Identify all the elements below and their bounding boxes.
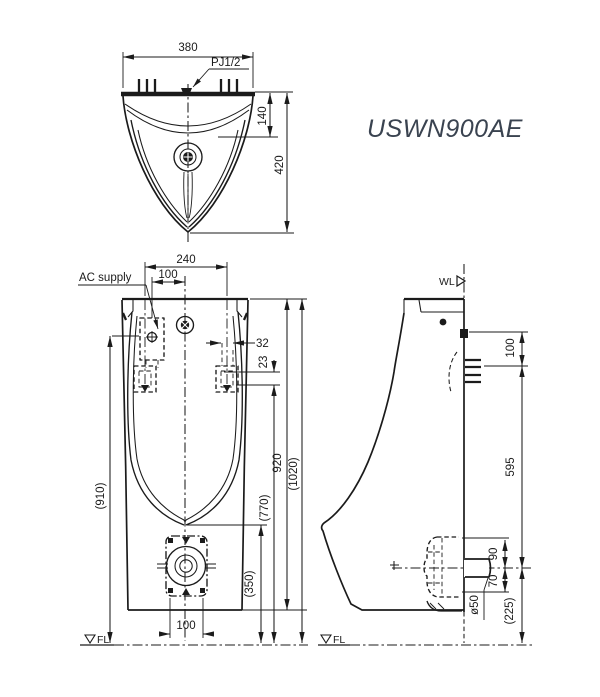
side-sensor-dot bbox=[439, 318, 447, 326]
floor-level-marker bbox=[84, 634, 96, 645]
dim-outlet-dia-label: ø50 bbox=[469, 595, 481, 615]
front-sensor-window bbox=[175, 315, 195, 335]
bracket-centerlines bbox=[144, 300, 228, 392]
side-view-body-outline bbox=[320, 297, 481, 611]
dim-bracket-drop-label: 23 bbox=[258, 356, 270, 369]
side-ac-outlet bbox=[460, 329, 468, 338]
dim-top-to-floor-label: (1020) bbox=[288, 457, 300, 490]
top-view: 380 140 420 PJ1/2 bbox=[121, 42, 294, 243]
wall-line-label: WL bbox=[439, 276, 455, 288]
top-view-body-outline bbox=[121, 79, 255, 243]
front-view: 240 100 AC supply 32 23 (770) 920 (1020)… bbox=[78, 254, 308, 646]
inlet-thread-label: PJ1/2 bbox=[211, 57, 240, 69]
side-view: WL ø5 bbox=[318, 264, 532, 646]
dim-bracket-to-floor-label: (770) bbox=[259, 494, 271, 521]
dim-top-width-label: 380 bbox=[178, 42, 197, 54]
mounting-bracket-right bbox=[215, 343, 239, 393]
drain-outlet-stub: ø50 bbox=[464, 558, 492, 620]
top-view-dimensions: 380 140 420 PJ1/2 bbox=[122, 42, 294, 234]
front-view-dimensions: 240 100 AC supply 32 23 (770) 920 (1020)… bbox=[78, 254, 307, 643]
side-floor-line: FL bbox=[318, 634, 532, 646]
ac-supply-label: AC supply bbox=[79, 272, 132, 284]
drain-flange bbox=[157, 535, 216, 597]
dim-trap-below-label: 70 bbox=[488, 575, 500, 588]
wall-line-marker bbox=[456, 274, 467, 288]
dim-bracket-offset-label: 32 bbox=[256, 338, 269, 350]
dim-supply-to-floor-label: (910) bbox=[95, 482, 107, 509]
wall-line: WL bbox=[439, 264, 467, 643]
ac-supply-box bbox=[139, 317, 165, 368]
top-view-spreader bbox=[173, 142, 203, 172]
model-number: USWN900AE bbox=[367, 115, 523, 143]
front-floor-label: FL bbox=[97, 634, 109, 646]
side-floor-label: FL bbox=[333, 634, 345, 646]
dim-bracket-pitch-label: 240 bbox=[176, 254, 195, 266]
mounting-spud-ticks bbox=[137, 79, 239, 92]
front-view-body-outline bbox=[121, 276, 249, 641]
dim-supply-offset-label: 100 bbox=[158, 269, 177, 281]
dim-outlet-width-label: 100 bbox=[176, 620, 195, 632]
front-floor-line: FL bbox=[80, 634, 308, 646]
dim-depth-label: 420 bbox=[274, 155, 286, 174]
side-view-dimensions: 100 595 (225) 90 70 bbox=[462, 331, 528, 643]
floor-level-marker-side bbox=[320, 634, 332, 645]
hidden-trap bbox=[390, 536, 531, 612]
inlet-fitting bbox=[181, 88, 192, 93]
dim-outlet-height-label: (225) bbox=[504, 597, 516, 624]
dim-trap-above-label: 90 bbox=[488, 548, 500, 561]
dim-rim-depth-label: 140 bbox=[257, 106, 269, 125]
dim-spud-to-outlet-label: 595 bbox=[505, 457, 517, 476]
supply-spud bbox=[448, 351, 481, 393]
dim-height-label: 920 bbox=[272, 453, 284, 472]
dim-outlet-to-floor-label: (350) bbox=[244, 570, 256, 597]
dim-supply-drop-label: 100 bbox=[505, 338, 517, 357]
